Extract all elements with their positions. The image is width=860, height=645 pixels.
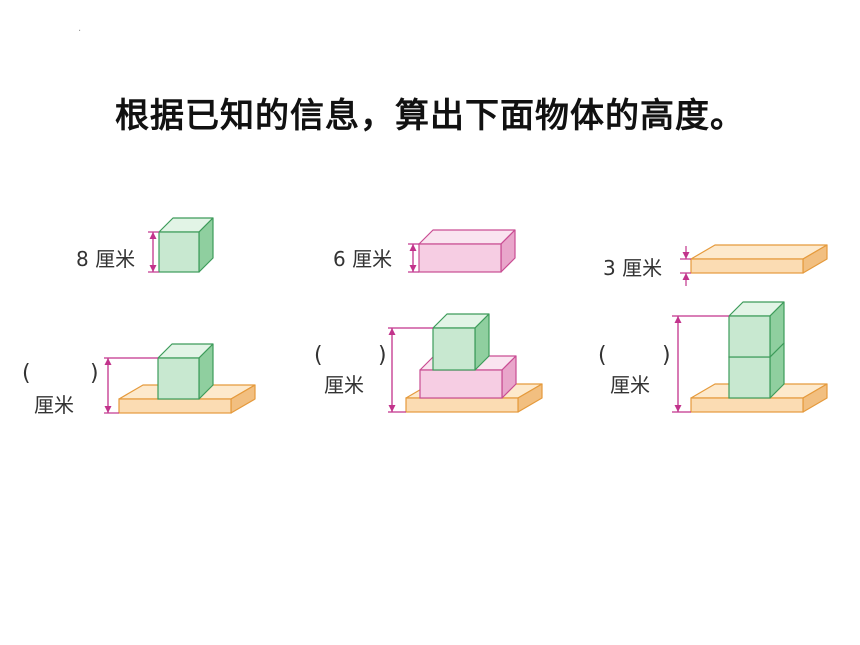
answer-unit-1: 厘米 <box>34 393 74 417</box>
br-dimension-arrow-down <box>674 405 682 412</box>
top-cube-dimension-arrow-up <box>149 232 157 239</box>
cube-height-label: 8 厘米 <box>76 247 135 271</box>
br-board-front-face <box>690 397 804 413</box>
top-board-arrow-up <box>682 273 690 280</box>
bm-dimension-arrow-down <box>388 405 396 412</box>
top-rect-dimension-arrow-down <box>409 265 417 272</box>
answer-unit-3: 厘米 <box>610 373 650 397</box>
top-cube-front-face <box>158 231 200 273</box>
answer-paren-close-1: ) <box>90 361 99 386</box>
br-cube-upper-front-face <box>728 315 771 358</box>
top-board-front-face <box>690 258 804 274</box>
br-dimension-arrow-up <box>674 316 682 323</box>
top-rect-dimension-arrow-up <box>409 244 417 251</box>
bm-board-front-face <box>405 397 519 413</box>
bl-dimension-arrow-down <box>104 406 112 413</box>
top-board-group <box>680 244 828 286</box>
bl-dimension-arrow-up <box>104 358 112 365</box>
board-height-label: 3 厘米 <box>603 256 662 280</box>
answer-unit-2: 厘米 <box>324 373 364 397</box>
top-rect-group <box>408 229 516 273</box>
bm-rect-front-face <box>419 369 503 399</box>
answer-paren-close-2: ) <box>378 343 387 368</box>
answer-paren-open-3: ( <box>598 343 607 368</box>
answer-paren-close-3: ) <box>662 343 671 368</box>
top-rect-top-face <box>418 229 516 245</box>
answer-paren-open-1: ( <box>22 361 31 386</box>
decorative-dot: · <box>78 26 82 37</box>
bm-cube-front-face <box>432 327 476 371</box>
bottom-middle-group <box>388 313 543 413</box>
rect-height-label: 6 厘米 <box>333 247 392 271</box>
top-board-arrow-down <box>682 252 690 259</box>
top-cube-dimension-arrow-down <box>149 265 157 272</box>
bl-board-front-face <box>118 398 232 414</box>
bottom-left-group <box>104 343 256 414</box>
page-title: 根据已知的信息，算出下面物体的高度。 <box>115 96 745 136</box>
bl-cube-front-face <box>157 357 200 400</box>
bottom-right-group <box>672 301 828 413</box>
bm-dimension-arrow-up <box>388 328 396 335</box>
top-cube-group <box>148 217 214 273</box>
answer-paren-open-2: ( <box>314 343 323 368</box>
br-cube-lower-front-face <box>728 356 771 399</box>
top-rect-front-face <box>418 243 502 273</box>
